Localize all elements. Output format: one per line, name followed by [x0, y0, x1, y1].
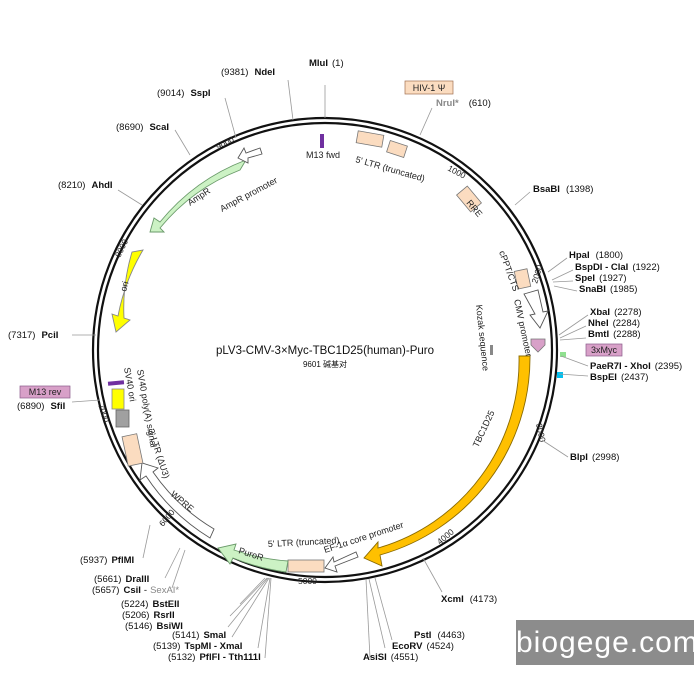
- site-pflmi: (5937)PflMI: [80, 555, 134, 566]
- site-watermark: biogege.com: [516, 620, 698, 665]
- cmv-label: CMV promoter: [512, 298, 534, 357]
- site-tspmi: (5139)TspMI - XmaI: [153, 641, 242, 652]
- site-bsiwi: (5146)BsiWI: [125, 621, 183, 632]
- ltr5-top-box-2: [386, 140, 408, 158]
- m13rev-mark: [107, 380, 125, 386]
- site-csii: (5657)CsiI-SexAI*: [92, 585, 179, 596]
- plasmid-size: 9601 碱基对: [303, 359, 347, 369]
- site-smai: (5141)SmaI: [172, 630, 226, 641]
- kozak-mark: [490, 345, 493, 355]
- hiv-psi-label: HIV-1 Ψ: [413, 83, 446, 93]
- ampr-arrow: [149, 159, 248, 233]
- sv40pa-box: [115, 409, 130, 428]
- site-mlui: MluI(1): [309, 58, 344, 69]
- ltr5-top-box-1: [355, 130, 385, 148]
- wpre-arrow: [139, 462, 215, 539]
- amprprom-label: AmpR promoter: [218, 175, 279, 214]
- tbc1d25-label: TBC1D25: [471, 409, 497, 449]
- tick-7000: 7000: [96, 403, 111, 424]
- site-bspdi: BspDI - ClaI(1922): [575, 262, 660, 273]
- hiv-psi-tag: [404, 80, 454, 95]
- site-hpai: HpaI(1800): [569, 250, 623, 261]
- site-sspi: (9014)SspI: [157, 88, 211, 99]
- amprprom-arrow: [237, 146, 263, 164]
- site-bmti: BmtI(2288): [588, 329, 641, 340]
- m13rev-tag: [19, 385, 71, 399]
- site-ndei: (9381)NdeI: [221, 67, 275, 78]
- m13fwd-mark: [320, 134, 324, 148]
- site-bspei: BspEI(2437): [590, 372, 648, 383]
- ltr5-bottom-box: [287, 559, 325, 573]
- tick-8000: 8000: [113, 237, 130, 259]
- tick-5000: 5000: [298, 576, 317, 586]
- site-bsabi: BsaBI(1398): [533, 184, 593, 195]
- ltr5-bottom-label: 5' LTR (truncated): [268, 535, 340, 549]
- site-spei: SpeI(1927): [575, 273, 627, 284]
- site-bsteii: (5224)BstEII: [121, 599, 179, 610]
- site-paer7i: PaeR7I - XhoI(2395): [590, 361, 682, 372]
- tbc1d25-arrow: [363, 355, 531, 567]
- site-asisi: AsiSI(4551): [363, 652, 418, 663]
- site-ahdi: (8210)AhdI: [58, 180, 113, 191]
- site-rsrii: (5206)RsrII: [122, 610, 175, 621]
- backbone-inner: [96, 121, 554, 579]
- tick-3000: 3000: [534, 422, 548, 443]
- ori-arrow: [111, 249, 144, 333]
- site-psti: PstI(4463): [414, 630, 465, 641]
- rre-box: [456, 185, 482, 213]
- site-nrui: NruI*(610): [436, 98, 491, 109]
- site-leader-lines: [71, 79, 589, 659]
- myc-tag: [585, 343, 623, 357]
- bspei-backbone-mark: [557, 372, 563, 378]
- ori-label: ori: [118, 280, 130, 292]
- site-sfii: (6890)SfiI: [17, 401, 65, 412]
- m13fwd-label: M13 fwd: [306, 150, 340, 160]
- site-ecorv: EcoRV(4524): [392, 641, 454, 652]
- cmv-arrow: [523, 289, 549, 329]
- puror-arrow: [217, 543, 289, 573]
- sv40pa-label: SV40 poly(A) signal: [135, 369, 159, 449]
- ltr3-box: [121, 433, 144, 467]
- myc-backbone-mark: [560, 352, 566, 357]
- ef1a-arrow: [324, 551, 359, 573]
- sv40ori-box: [111, 388, 125, 410]
- site-xcmi: XcmI(4173): [441, 594, 497, 605]
- site-scai: (8690)ScaI: [116, 122, 169, 133]
- m13rev-label: M13 rev: [29, 387, 62, 397]
- myc-label: 3xMyc: [591, 345, 618, 355]
- cppt-box: [513, 268, 532, 290]
- myc-arrow: [530, 338, 546, 353]
- site-snabi: SnaBI(1985): [579, 284, 637, 295]
- site-nhei: NheI(2284): [588, 318, 640, 329]
- site-pflfi: (5132)PflFI - Tth111I: [168, 652, 261, 663]
- site-blpi: BlpI(2998): [570, 452, 619, 463]
- site-pcii: (7317)PciI: [8, 330, 58, 341]
- plasmid-title: pLV3-CMV-3×Myc-TBC1D25(human)-Puro: [216, 345, 434, 357]
- kozak-label: Kozak sequence: [474, 304, 491, 371]
- site-xbai: XbaI(2278): [590, 307, 642, 318]
- site-draiii: (5661)DraIII: [94, 574, 149, 585]
- ltr5-top-label: 5' LTR (truncated): [354, 154, 426, 183]
